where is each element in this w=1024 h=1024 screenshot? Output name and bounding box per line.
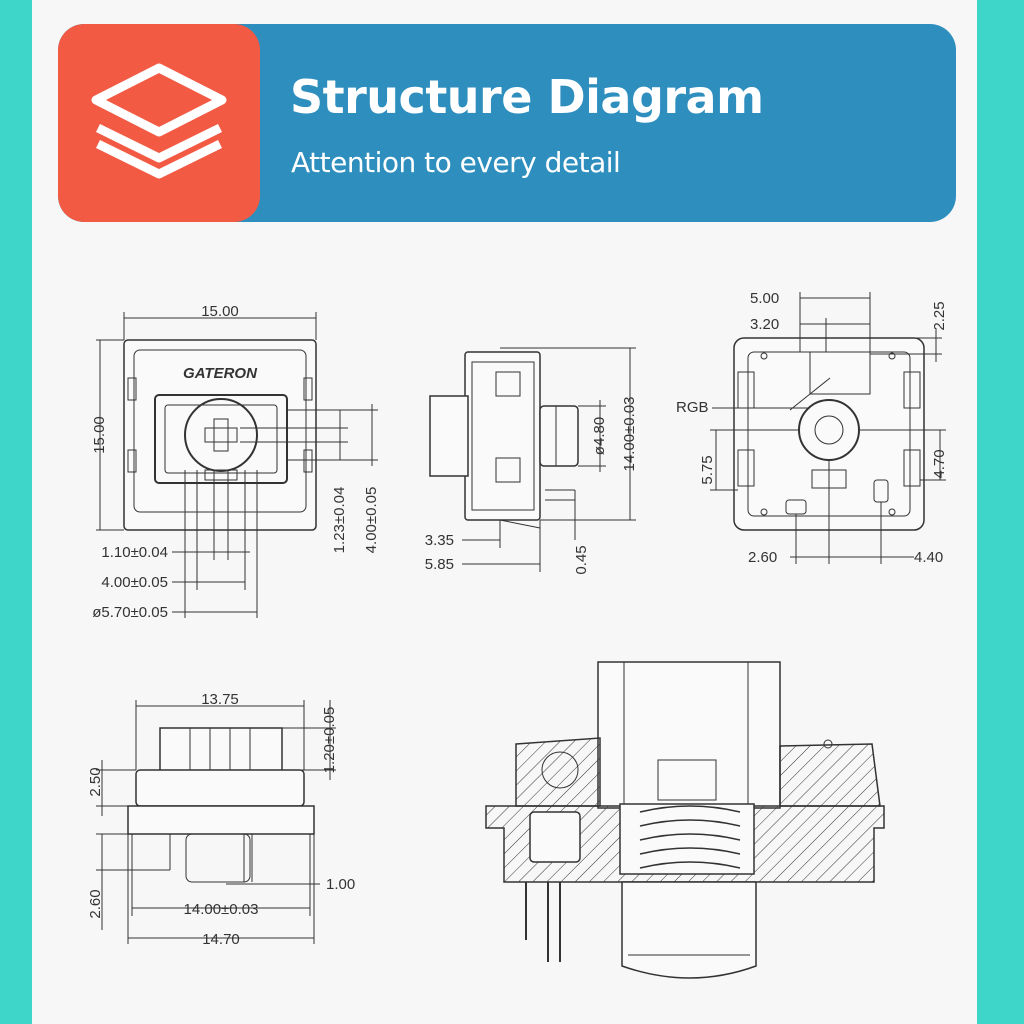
rgb-label: RGB [676,399,709,416]
bottom-offset-5-75-label: 5.75 [699,455,716,484]
cross-length-label: 4.00±0.05 [363,487,380,554]
side-offset-b-label: 5.85 [425,556,454,573]
side-total-height-label: 14.00±0.03 [621,397,638,472]
side-offset-a-label: 3.35 [425,532,454,549]
top-width-label: 15.00 [201,303,239,320]
front-stem-height-label: 1.20±0.05 [321,707,338,774]
top-height-label: 15.00 [91,416,108,454]
side-view: ø4.80 14.00±0.03 3.35 5.85 0.45 [425,347,638,575]
side-stem-diameter-label: ø4.80 [591,417,608,455]
brand-label: GATERON [183,365,258,382]
bottom-offset-2-25-label: 2.25 [931,301,948,330]
top-view: GATERON 15.00 15.00 1.10±0.04 4.00±0.05 … [91,303,380,621]
page-subtitle: Attention to every detail [291,146,621,179]
cross-section-view [485,661,885,979]
stem-cross-width-label: 1.10±0.04 [101,544,168,561]
side-offset-c-label: 0.45 [573,545,590,574]
page-title: Structure Diagram [290,70,764,124]
cross-thickness-label: 1.23±0.04 [331,487,348,554]
front-pin-offset-label: 1.00 [326,876,355,893]
bottom-offset-5-label: 5.00 [750,290,779,307]
front-clip-width-label: 14.00±0.03 [184,901,259,918]
logo-box [58,24,260,222]
front-housing-height-label: 2.50 [87,767,104,796]
bottom-offset-2-60-label: 2.60 [748,549,777,566]
bottom-offset-4-70-label: 4.70 [931,449,948,478]
front-view: 13.75 1.20±0.05 2.50 2.60 1.00 14.00±0.0… [87,691,355,948]
bottom-view: RGB 5.00 3.20 2.25 5.75 4.70 2.60 4.40 [676,290,948,566]
stem-width-label: 4.00±0.05 [101,574,168,591]
bottom-offset-3-2-label: 3.20 [750,316,779,333]
front-base-width-label: 14.70 [202,931,240,948]
layers-icon [91,63,227,179]
bottom-offset-4-40-label: 4.40 [914,549,943,566]
front-top-width-label: 13.75 [201,691,239,708]
header-banner: Structure Diagram Attention to every det… [58,24,956,222]
front-pin-height-label: 2.60 [87,889,104,918]
stem-diameter-label: ø5.70±0.05 [92,604,168,621]
